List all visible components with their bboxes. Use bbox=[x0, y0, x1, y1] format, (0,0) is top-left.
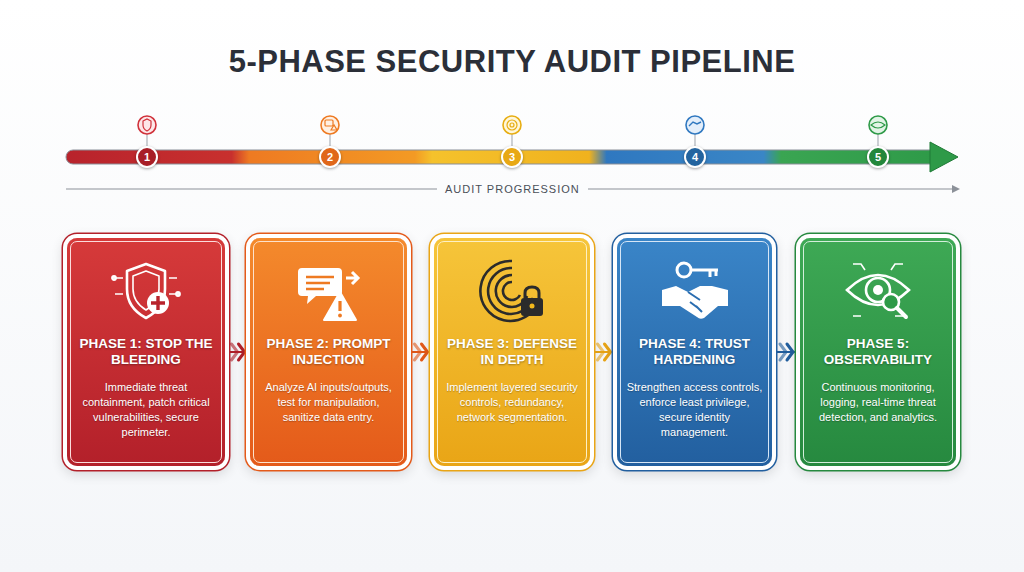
step-number: 5 bbox=[875, 152, 881, 163]
step-number: 3 bbox=[509, 152, 515, 163]
phase-heading: PHASE 1: STOP THE BLEEDING bbox=[76, 336, 216, 368]
bar-arrowhead bbox=[930, 142, 958, 172]
flow-chevrons bbox=[772, 344, 800, 360]
step-circle: 3 bbox=[501, 146, 523, 168]
prompt-warning-icon bbox=[294, 256, 364, 326]
flow-chevrons bbox=[225, 344, 250, 360]
step-circle: 1 bbox=[136, 146, 158, 168]
step-circle: 4 bbox=[684, 146, 706, 168]
step-number: 2 bbox=[327, 152, 333, 163]
phase-card: PHASE 4: TRUST HARDENING Strengthen acces… bbox=[617, 238, 772, 466]
phase-heading: PHASE 4: TRUST HARDENING bbox=[626, 336, 763, 368]
phase-description: Analyze AI inputs/outputs, test for mani… bbox=[259, 380, 398, 426]
axis-label: AUDIT PROGRESSION bbox=[437, 183, 588, 195]
phase-description: Immediate threat containment, patch crit… bbox=[76, 380, 216, 441]
timeline-icons bbox=[138, 116, 887, 146]
handshake-key-icon bbox=[660, 256, 730, 326]
phase-card: PHASE 3: DEFENSE IN DEPTH Implement layer… bbox=[434, 238, 590, 466]
flow-chevrons bbox=[407, 344, 434, 360]
eye-magnifier-icon bbox=[843, 256, 913, 326]
layered-lock-icon bbox=[477, 256, 547, 326]
phase-description: Strengthen access controls, enforce leas… bbox=[626, 380, 763, 441]
phase-heading: PHASE 2: PROMPT INJECTION bbox=[259, 336, 398, 368]
phase-card: PHASE 1: STOP THE BLEEDING Immediate thre… bbox=[67, 238, 225, 466]
shield-icon bbox=[111, 256, 181, 326]
step-circle: 2 bbox=[319, 146, 341, 168]
phase-description: Implement layered security controls, red… bbox=[443, 380, 581, 426]
phase-heading: PHASE 5: OBSERVABILITY bbox=[809, 336, 947, 368]
phase-card: PHASE 2: PROMPT INJECTION Analyze AI inpu… bbox=[250, 238, 407, 466]
step-number: 4 bbox=[692, 152, 698, 163]
phase-card: PHASE 5: OBSERVABILITY Continuous monitor… bbox=[800, 238, 956, 466]
step-number: 1 bbox=[144, 152, 150, 163]
diagram-title: 5-PHASE SECURITY AUDIT PIPELINE bbox=[0, 44, 1024, 80]
step-circle: 5 bbox=[867, 146, 889, 168]
phase-heading: PHASE 3: DEFENSE IN DEPTH bbox=[443, 336, 581, 368]
flow-chevrons bbox=[590, 344, 617, 360]
phase-description: Continuous monitoring, logging, real-tim… bbox=[809, 380, 947, 426]
